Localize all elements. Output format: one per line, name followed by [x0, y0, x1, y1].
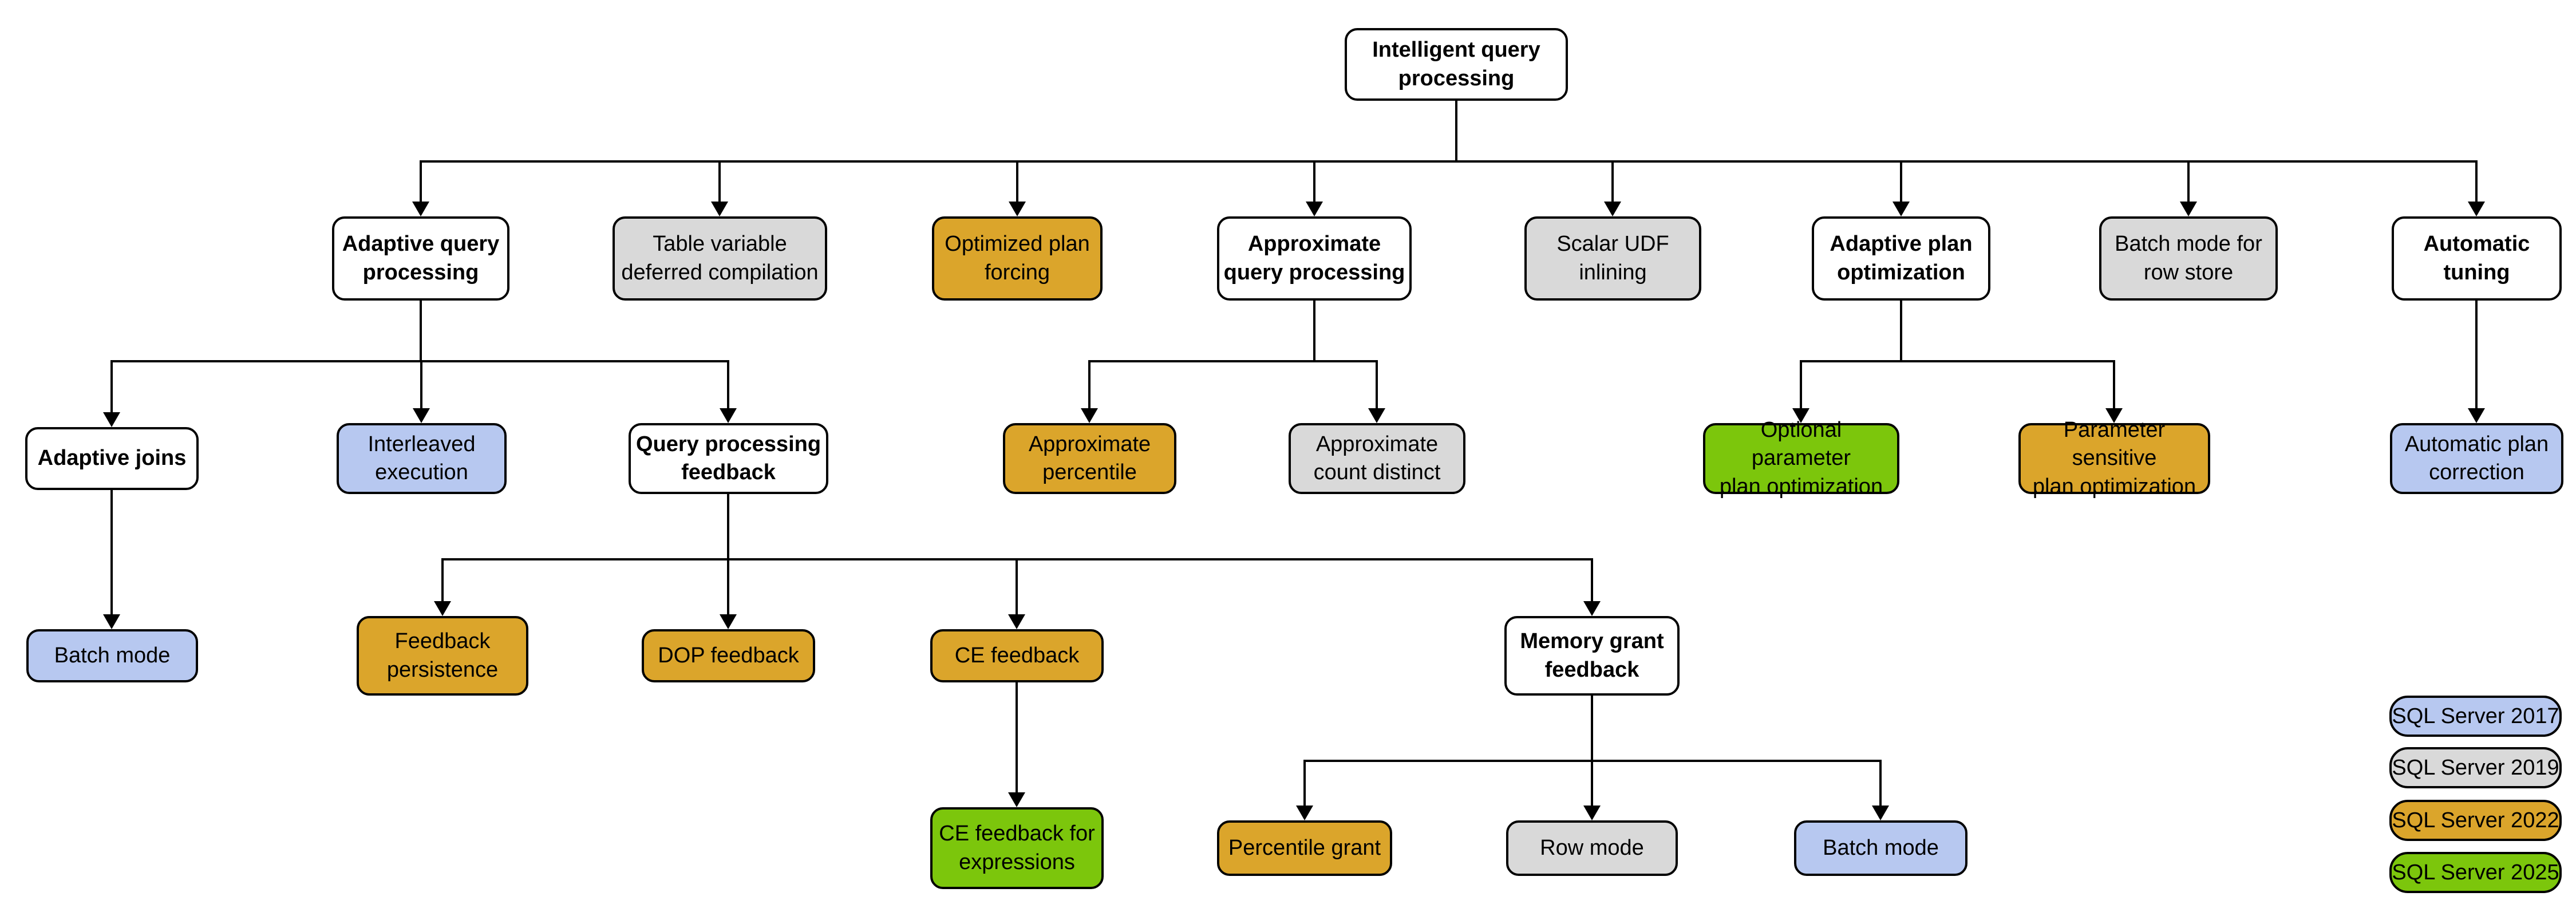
- connector-drop-approx-count: [1376, 360, 1378, 412]
- arrowhead-qpf: [720, 408, 737, 423]
- connector-bus-aqp: [111, 360, 729, 362]
- connector-drop-opf: [1016, 160, 1018, 204]
- connector-stem-mgf: [1591, 696, 1593, 760]
- connector-drop-bmrs: [2187, 160, 2190, 204]
- node-adaptive-joins: Adaptive joins: [25, 427, 199, 490]
- legend-item-sql-server-2022: SQL Server 2022: [2389, 800, 2562, 841]
- node-optimized-plan-forcing: Optimized plan forcing: [932, 216, 1103, 301]
- connector-drop-approx-percentile: [1088, 360, 1091, 412]
- legend-item-sql-server-2019: SQL Server 2019: [2389, 747, 2562, 788]
- connector-drop-row-mode: [1591, 760, 1593, 807]
- connector-drop-ce-feedback: [1016, 558, 1018, 615]
- arrowhead-feedback-persistence: [434, 601, 451, 616]
- connector-drop-batch-mode-mgf: [1879, 760, 1882, 807]
- arrowhead-batch-mode-mgf: [1872, 806, 1889, 820]
- connector-drop-memory-grant-feedback: [1591, 558, 1593, 602]
- connector-ce-to-expressions: [1016, 682, 1018, 793]
- node-automatic-plan-correction: Automatic plan correction: [2390, 423, 2563, 494]
- arrowhead-apc: [2468, 408, 2485, 423]
- node-feedback-persistence: Feedback persistence: [357, 616, 528, 696]
- node-ce-feedback-for-expressions: CE feedback for expressions: [930, 807, 1104, 889]
- node-parameter-sensitive-plan-optimization: Parameter sensitive plan optimization: [2018, 418, 2210, 499]
- node-interleaved-execution: Interleaved execution: [337, 423, 507, 494]
- arrowhead-ce-feedback: [1008, 614, 1025, 629]
- arrowhead-row-mode: [1583, 806, 1601, 820]
- arrowhead-apo: [1893, 202, 1910, 216]
- connector-drop-sui: [1611, 160, 1614, 204]
- node-adaptive-plan-optimization: Adaptive plan optimization: [1812, 216, 1990, 301]
- connector-drop-feedback-persistence: [441, 558, 444, 602]
- node-intelligent-query-processing: Intelligent query processing: [1345, 28, 1568, 101]
- arrowhead-approx-percentile: [1081, 408, 1098, 423]
- connector-drop-aqp: [420, 160, 422, 204]
- connector-bus-level1: [420, 160, 2477, 163]
- connector-stem-qpf: [727, 494, 729, 558]
- node-memory-grant-feedback: Memory grant feedback: [1504, 616, 1680, 696]
- node-scalar-udf-inlining: Scalar UDF inlining: [1524, 216, 1701, 301]
- connector-drop-qpf: [727, 360, 729, 412]
- connector-drop-at: [2475, 160, 2478, 204]
- arrowhead-interleaved: [413, 408, 430, 423]
- arrowhead-ce-expressions: [1008, 792, 1025, 807]
- arrowhead-batch-mode-aj: [103, 614, 120, 629]
- connector-drop-oppo: [1800, 360, 1802, 412]
- connector-drop-percentile-grant: [1303, 760, 1306, 807]
- connector-stem-apo: [1900, 301, 1902, 360]
- arrowhead-percentile-grant: [1296, 806, 1313, 820]
- node-ce-feedback: CE feedback: [930, 629, 1104, 682]
- connector-stem-axqp: [1313, 301, 1315, 360]
- connector-drop-interleaved: [420, 360, 422, 412]
- arrowhead-oppo: [1792, 408, 1809, 423]
- node-query-processing-feedback: Query processing feedback: [629, 423, 828, 494]
- node-optional-parameter-plan-optimization: Optional parameter plan optimization: [1703, 418, 1899, 499]
- node-batch-mode-for-row-store: Batch mode for row store: [2099, 216, 2278, 301]
- arrowhead-adaptive-joins: [103, 412, 120, 427]
- legend-item-sql-server-2025: SQL Server 2025: [2389, 852, 2562, 893]
- arrowhead-axqp: [1306, 202, 1323, 216]
- node-batch-mode-memory-grant: Batch mode: [1794, 820, 1967, 876]
- connector-aj-to-batch-mode: [110, 490, 113, 615]
- arrowhead-aqp: [412, 202, 429, 216]
- node-batch-mode-adaptive-joins: Batch mode: [26, 629, 198, 682]
- connector-drop-tvdc: [718, 160, 721, 204]
- connector-bus-axqp: [1089, 360, 1377, 362]
- arrowhead-opf: [1009, 202, 1026, 216]
- node-row-mode: Row mode: [1506, 820, 1678, 876]
- connector-drop-adaptive-joins: [110, 360, 113, 413]
- arrowhead-bmrs: [2180, 202, 2197, 216]
- node-approximate-count-distinct: Approximate count distinct: [1289, 423, 1465, 494]
- arrowhead-tvdc: [711, 202, 728, 216]
- connector-at-to-apc: [2475, 301, 2478, 409]
- connector-bus-apo: [1800, 360, 2115, 362]
- arrowhead-approx-count: [1368, 408, 1385, 423]
- connector-drop-dop-feedback: [727, 558, 729, 615]
- arrowhead-dop-feedback: [720, 614, 737, 629]
- node-automatic-tuning: Automatic tuning: [2392, 216, 2562, 301]
- arrowhead-sui: [1604, 202, 1621, 216]
- connector-stem-aqp: [420, 301, 422, 360]
- legend-item-sql-server-2017: SQL Server 2017: [2389, 696, 2562, 737]
- node-approximate-percentile: Approximate percentile: [1003, 423, 1176, 494]
- arrowhead-pspo: [2105, 408, 2123, 423]
- node-table-variable-deferred-compilation: Table variable deferred compilation: [613, 216, 827, 301]
- connector-drop-axqp: [1313, 160, 1315, 204]
- connector-trunk: [1455, 101, 1457, 160]
- connector-drop-pspo: [2113, 360, 2115, 412]
- node-adaptive-query-processing: Adaptive query processing: [332, 216, 509, 301]
- node-approximate-query-processing: Approximate query processing: [1217, 216, 1412, 301]
- node-dop-feedback: DOP feedback: [642, 629, 815, 682]
- node-percentile-grant: Percentile grant: [1217, 820, 1392, 876]
- arrowhead-memory-grant-feedback: [1583, 601, 1601, 616]
- arrowhead-at: [2468, 202, 2485, 216]
- connector-drop-apo: [1900, 160, 1902, 204]
